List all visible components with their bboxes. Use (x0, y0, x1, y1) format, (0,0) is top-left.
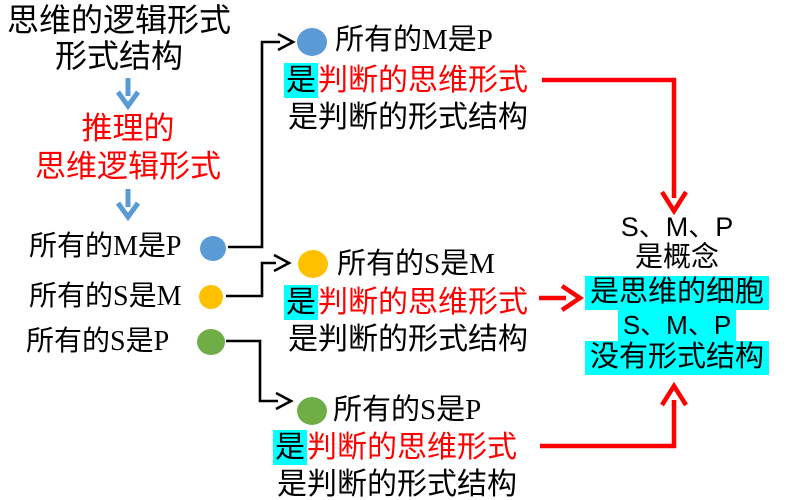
premise-2: 所有的S是M (29, 281, 182, 312)
conclusion-block: S、M、P 是概念 是思维的细胞 S、M、P 没有形式结构 (566, 212, 786, 376)
group3-line2: 是判断的思维形式 (273, 430, 517, 465)
premise-1: 所有的M是P (29, 231, 182, 262)
group2-line2-highlight: 是 (284, 285, 318, 320)
group3-dot-green (297, 397, 327, 425)
conclusion-line1: S、M、P (620, 212, 734, 242)
group1-line2: 是判断的思维形式 (284, 63, 528, 98)
group2-dot-yellow (298, 250, 328, 278)
group1-line2-red: 判断的思维形式 (318, 64, 528, 97)
connector-yellow-branch (226, 253, 292, 298)
title-line1: 思维的逻辑形式 (6, 2, 231, 38)
premise-3: 所有的S是P (26, 326, 170, 357)
flow-arrow-title-to-derive (115, 78, 141, 111)
group3-line2-highlight: 是 (273, 430, 307, 465)
group3-line1: 所有的S是P (333, 394, 482, 426)
group2-line2-red: 判断的思维形式 (318, 286, 528, 319)
group2-line3: 是判断的形式结构 (288, 323, 528, 356)
conclusion-line4: S、M、P (617, 310, 737, 342)
title-line2: 形式结构 (54, 37, 183, 74)
derive-line1: 推理的 (81, 111, 175, 146)
group1-line3: 是判断的形式结构 (288, 101, 528, 134)
derive-line2: 思维逻辑形式 (35, 148, 221, 184)
group1-line1: 所有的M是P (335, 24, 493, 56)
conclusion-line3: 是思维的细胞 (584, 276, 769, 311)
group2-line2: 是判断的思维形式 (284, 285, 528, 320)
derive-block: 推理的 思维逻辑形式 (0, 110, 256, 186)
connector-green-branch (226, 339, 294, 411)
title-block: 思维的逻辑形式 形式结构 (0, 2, 238, 75)
conclusion-line5: 没有形式结构 (584, 341, 769, 376)
group2-line1: 所有的S是M (337, 248, 495, 280)
group1-dot-blue (297, 28, 327, 56)
conclusion-line2: 是概念 (634, 241, 719, 273)
premise-dot-green (197, 329, 225, 355)
group3-line2-red: 判断的思维形式 (307, 431, 517, 464)
red-connector-bottom (540, 381, 688, 449)
group3-line3: 是判断的形式结构 (277, 468, 517, 500)
group1-line2-highlight: 是 (284, 63, 318, 98)
red-connector-top (542, 77, 688, 216)
flow-arrow-derive-to-premises (115, 189, 141, 222)
premise-dot-yellow (199, 285, 223, 309)
premise-dot-blue (200, 236, 226, 261)
